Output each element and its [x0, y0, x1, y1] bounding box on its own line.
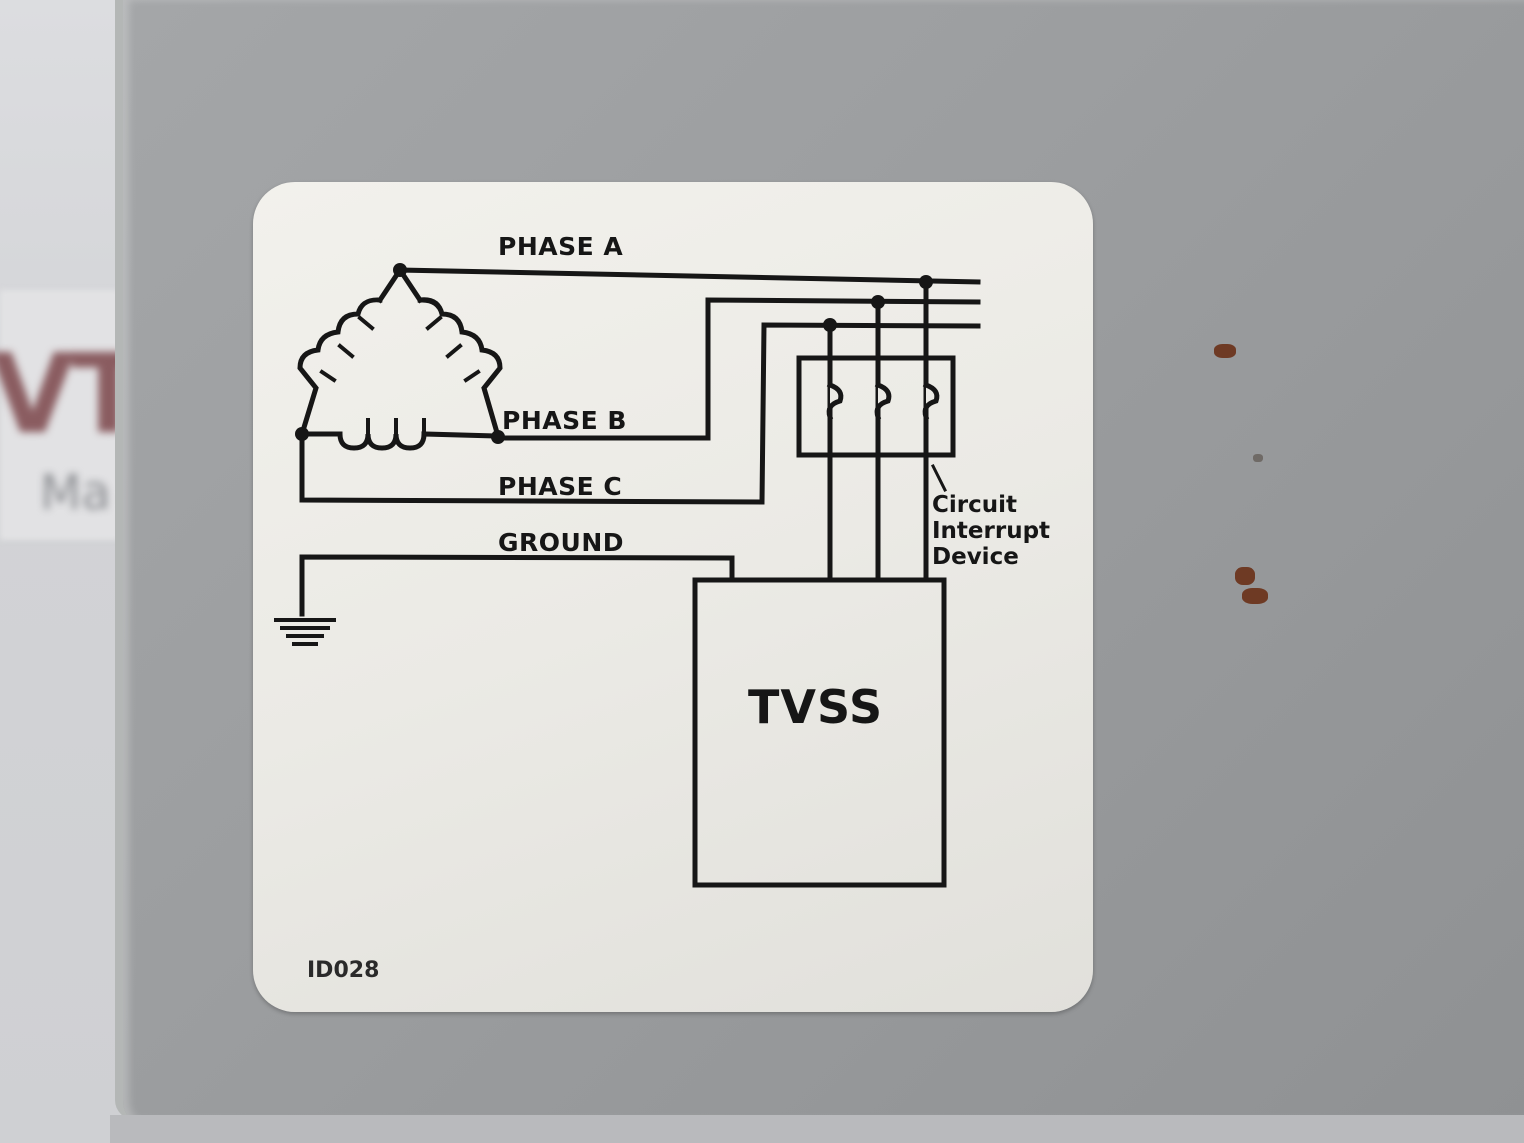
- phase-a-label: PHASE A: [498, 232, 624, 261]
- cid-line-1: Circuit: [932, 492, 1017, 518]
- cid-line-2: Interrupt: [932, 518, 1051, 544]
- rust-spot: [1214, 344, 1236, 358]
- rust-spot: [1242, 588, 1268, 604]
- enclosure-bottom-edge: [110, 1115, 1524, 1143]
- circuit-interrupt-device-label: Circuit Interrupt Device: [932, 492, 1050, 570]
- background-sign-subtext: Ma: [40, 465, 111, 521]
- rust-spot: [1253, 454, 1263, 462]
- ground-label: GROUND: [498, 528, 624, 557]
- background-sign: [0, 290, 120, 540]
- cid-line-3: Device: [932, 544, 1019, 570]
- phase-b-label: PHASE B: [502, 406, 627, 435]
- wiring-diagram-label: [253, 182, 1093, 1012]
- part-number: ID028: [307, 958, 380, 983]
- delta-transformer-icon: [297, 266, 503, 451]
- phase-c-label: PHASE C: [498, 472, 623, 501]
- tvss-label: TVSS: [748, 680, 884, 734]
- rust-spot: [1235, 567, 1255, 585]
